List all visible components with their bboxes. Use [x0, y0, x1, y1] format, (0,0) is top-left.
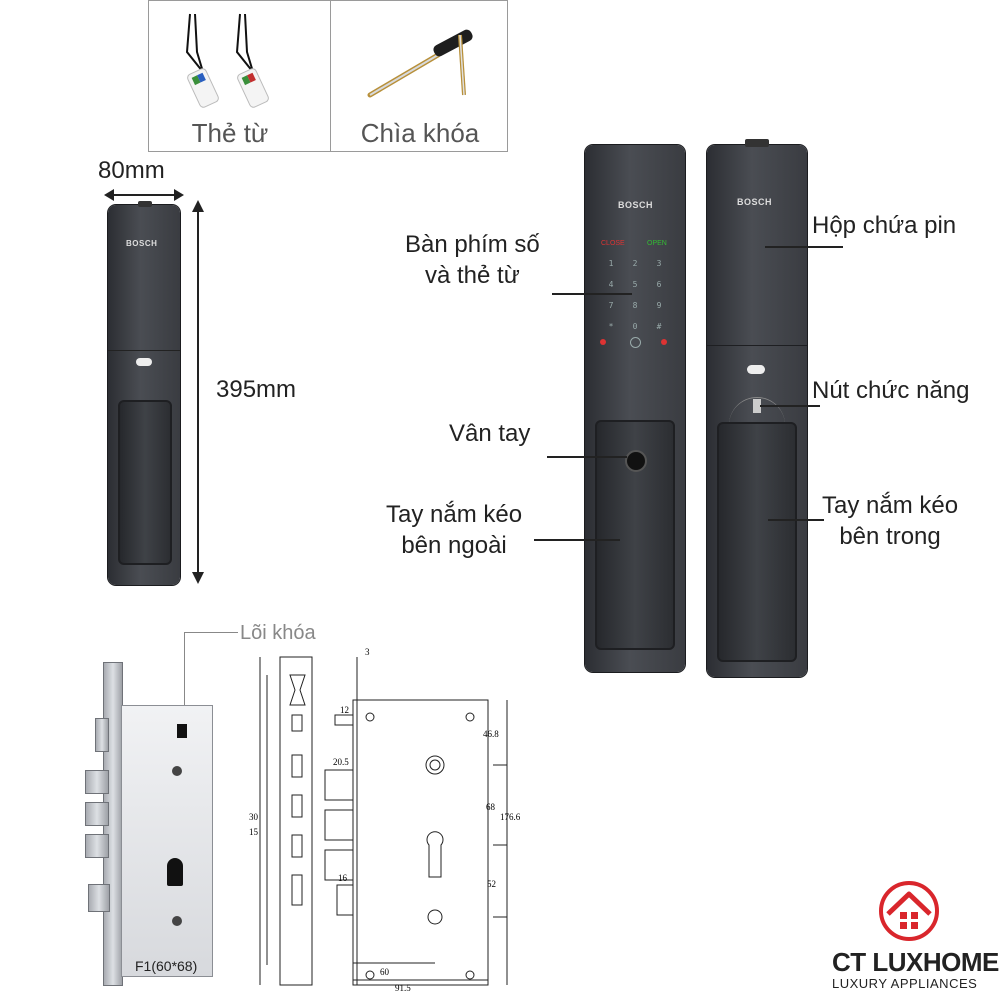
- latch-bolt: [95, 718, 109, 752]
- drawing-dim-20-5: 20.5: [333, 757, 349, 767]
- leader-fingerprint: [547, 456, 627, 458]
- brand-label-back: BOSCH: [737, 197, 773, 207]
- width-arrow: [104, 189, 184, 201]
- callout-keypad: Bàn phím số và thẻ từ: [405, 231, 540, 289]
- accessories-divider: [330, 0, 331, 152]
- key-9[interactable]: 9: [656, 301, 662, 310]
- leader-cylinder-h: [184, 632, 238, 633]
- deadbolt-1: [85, 770, 109, 794]
- key-2[interactable]: 2: [632, 259, 638, 268]
- drawing-dim-91-5: 91.5: [395, 983, 411, 993]
- mortise-technical-drawing: 20.5 46.8 68 176.6 52 16 60 91.5 12 3 30…: [249, 647, 521, 993]
- drawing-dim-68: 68: [486, 802, 496, 812]
- house-logo-icon: [879, 881, 939, 941]
- key-6[interactable]: 6: [656, 280, 662, 289]
- key-0[interactable]: 0: [632, 322, 638, 331]
- key-3[interactable]: 3: [656, 259, 662, 268]
- leader-keypad: [552, 293, 632, 295]
- outer-handle[interactable]: [595, 420, 675, 650]
- key-1[interactable]: 1: [608, 259, 614, 268]
- key-5[interactable]: 5: [632, 280, 638, 289]
- rfid-card-icon: [185, 13, 269, 108]
- cylinder-label: Lõi khóa: [240, 622, 316, 644]
- key-hash[interactable]: #: [656, 322, 662, 331]
- leader-function-button: [760, 405, 820, 407]
- lock-front: BOSCH CLOSE OPEN 1 2 3 4 5 6 7 8 9 * 0 #: [585, 145, 685, 672]
- logo-brand-name: CT LUXHOME: [832, 947, 999, 977]
- mortise-body: [121, 705, 213, 977]
- mechanical-key-icon: [367, 29, 473, 98]
- callout-inner-handle: Tay nắm kéo bên trong: [822, 492, 959, 550]
- accessory-label-card: Thẻ từ: [191, 118, 269, 148]
- key-7[interactable]: 7: [608, 301, 614, 310]
- key-star[interactable]: *: [608, 322, 614, 331]
- drawing-dim-176-6: 176.6: [500, 812, 521, 822]
- brand-label-front: BOSCH: [618, 200, 654, 210]
- drawing-dim-15: 15: [249, 827, 259, 837]
- callout-fingerprint: Vân tay: [449, 420, 531, 447]
- deadbolt-2: [85, 802, 109, 826]
- inner-handle[interactable]: [717, 422, 797, 662]
- fingerprint-sensor-icon[interactable]: [625, 450, 647, 472]
- keypad-close-label: CLOSE: [601, 240, 625, 247]
- lock-status-icon: [630, 337, 641, 348]
- function-button-small: [136, 358, 152, 366]
- height-dimension: 395mm: [216, 376, 297, 403]
- width-dimension: 80mm: [98, 157, 165, 184]
- deadbolt-3: [85, 834, 109, 858]
- keypad: 1 2 3 4 5 6 7 8 9 * 0 #: [599, 259, 671, 331]
- drawing-dim-52: 52: [487, 879, 496, 889]
- status-led-red-icon-2: [661, 339, 667, 345]
- height-arrow: [192, 200, 204, 584]
- logo-tagline: LUXURY APPLIANCES: [832, 976, 978, 991]
- callout-battery: Hộp chứa pin: [812, 212, 957, 239]
- keypad-open-label: OPEN: [647, 240, 667, 247]
- accessory-label-key: Chìa khóa: [360, 118, 480, 148]
- callout-outer-handle: Tay nắm kéo bên ngoài: [386, 501, 523, 559]
- leader-outer-handle: [534, 539, 620, 541]
- leader-inner-handle: [768, 519, 824, 521]
- mortise-model: F1(60*68): [135, 958, 198, 974]
- lock-back: BOSCH: [707, 139, 807, 677]
- leader-cylinder-v: [184, 632, 185, 722]
- callout-function-button: Nút chức năng: [812, 377, 970, 404]
- deadbolt-4: [88, 884, 110, 912]
- leader-battery: [765, 246, 843, 248]
- drawing-dim-3: 3: [365, 647, 370, 657]
- status-led-red-icon: [600, 339, 606, 345]
- drawing-dim-60: 60: [380, 967, 390, 977]
- key-4[interactable]: 4: [608, 280, 614, 289]
- function-button[interactable]: [747, 365, 765, 374]
- drawing-dim-46-8: 46.8: [483, 729, 499, 739]
- drawing-dim-16: 16: [338, 873, 348, 883]
- drawing-dim-12: 12: [340, 705, 349, 715]
- brand-label: BOSCH: [126, 239, 158, 248]
- handle-small: [118, 400, 172, 565]
- accessories-box: [148, 0, 508, 152]
- lock-front-small: BOSCH: [108, 201, 180, 585]
- drawing-dim-30: 30: [249, 812, 259, 822]
- key-8[interactable]: 8: [632, 301, 638, 310]
